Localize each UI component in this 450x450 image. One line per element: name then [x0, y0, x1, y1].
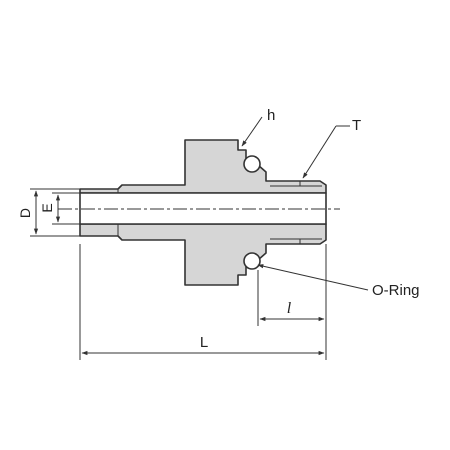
label-h: h [267, 107, 275, 124]
fitting-upper-half [79, 139, 327, 194]
leader-o-ring [257, 264, 369, 291]
fitting-lower-half [79, 223, 327, 286]
label-t: T [352, 117, 361, 134]
dimension-l-small [257, 244, 327, 360]
label-l-overall: L [200, 334, 208, 351]
o-ring-upper [243, 155, 261, 173]
o-ring-lower [243, 252, 261, 270]
dimension-e [52, 192, 80, 225]
dimension-d [30, 188, 80, 237]
fitting-body [79, 139, 327, 286]
label-d: D [17, 208, 33, 218]
thread-detail [270, 181, 322, 244]
leader-t [302, 125, 350, 179]
label-o-ring: O-Ring [372, 282, 420, 299]
leader-h [241, 116, 263, 147]
dimension-l-overall [79, 244, 325, 360]
label-e: E [39, 203, 55, 212]
label-l-small: l [287, 300, 292, 317]
bore [79, 192, 327, 225]
